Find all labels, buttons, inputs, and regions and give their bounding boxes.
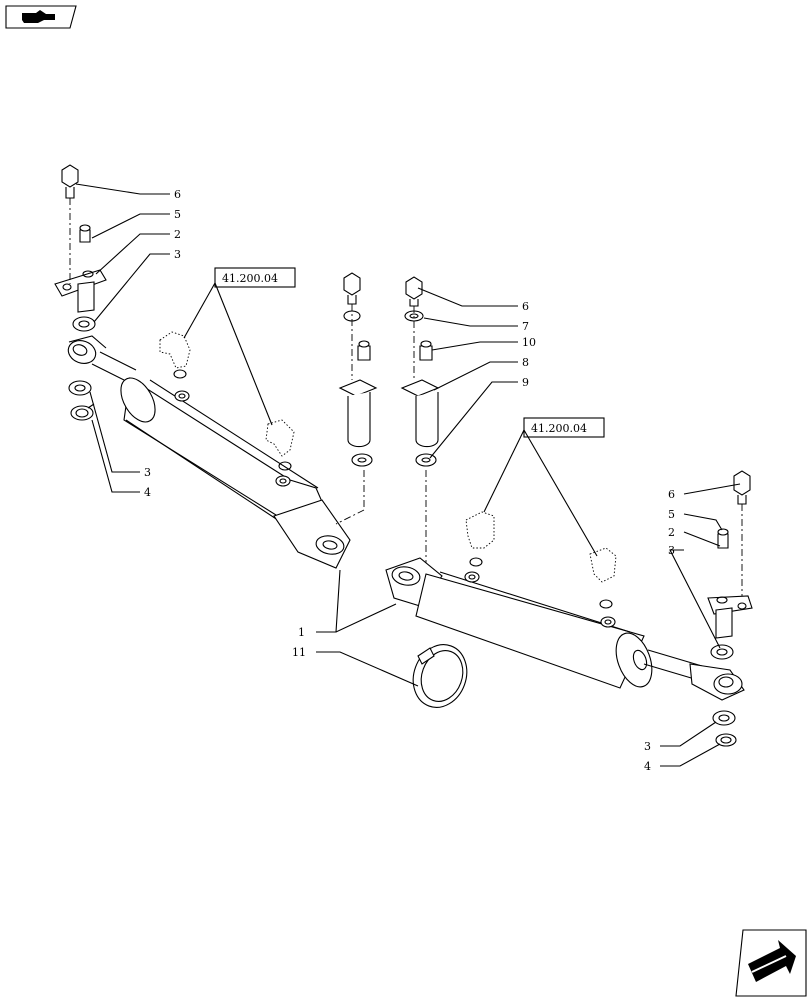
elbow-fitting-left-1 — [159, 331, 191, 379]
reference-label-left: 41.200.04 — [222, 272, 278, 285]
callout-right-bottom-2: 4 — [644, 760, 651, 773]
callout-left-bottom-2: 4 — [144, 486, 151, 499]
callout-right-top-3: 2 — [668, 526, 675, 539]
right-hydraulic-cylinder — [385, 557, 745, 701]
callout-left-top-2: 5 — [174, 208, 181, 221]
callout-middle-3: 10 — [522, 336, 536, 349]
callout-assembly-1: 1 — [298, 626, 305, 639]
callout-middle-5: 9 — [522, 376, 529, 389]
right-pivot-hardware — [707, 470, 753, 747]
middle-pin-hardware — [335, 272, 440, 566]
reference-box-right[interactable]: 41.200.04 — [523, 417, 605, 438]
hand-pointing-icon[interactable] — [5, 5, 77, 29]
callout-right-bottom-1: 3 — [644, 740, 651, 753]
callout-middle-2: 7 — [522, 320, 529, 333]
reference-box-left[interactable]: 41.200.04 — [214, 267, 296, 288]
callout-right-top-1: 6 — [668, 488, 675, 501]
callouts-left-bottom: 3 4 — [144, 466, 151, 499]
left-hydraulic-cylinder — [67, 335, 351, 569]
callout-left-bottom-1: 3 — [144, 466, 151, 479]
callout-middle-4: 8 — [522, 356, 529, 369]
callouts-left-top: 6 5 2 3 — [174, 188, 181, 261]
elbow-fitting-right-1 — [465, 511, 495, 567]
callout-left-top-3: 2 — [174, 228, 181, 241]
callouts-right-top: 6 5 2 3 — [668, 488, 675, 557]
callouts-middle: 6 7 10 8 9 — [522, 300, 536, 389]
elbow-fitting-right-2 — [589, 547, 617, 609]
hose-clamp — [412, 644, 468, 708]
callout-middle-1: 6 — [522, 300, 529, 313]
callout-left-top-1: 6 — [174, 188, 181, 201]
callout-right-top-4: 3 — [668, 544, 675, 557]
next-page-arrow-icon[interactable] — [735, 929, 807, 997]
left-pivot-hardware — [54, 164, 107, 421]
callouts-assembly: 1 11 — [292, 626, 306, 659]
callout-right-top-2: 5 — [668, 508, 675, 521]
callouts-right-bottom: 3 4 — [644, 740, 651, 773]
callout-left-top-4: 3 — [174, 248, 181, 261]
elbow-fitting-left-2 — [265, 419, 295, 471]
callout-assembly-2: 11 — [292, 646, 306, 659]
reference-label-right: 41.200.04 — [531, 422, 587, 435]
